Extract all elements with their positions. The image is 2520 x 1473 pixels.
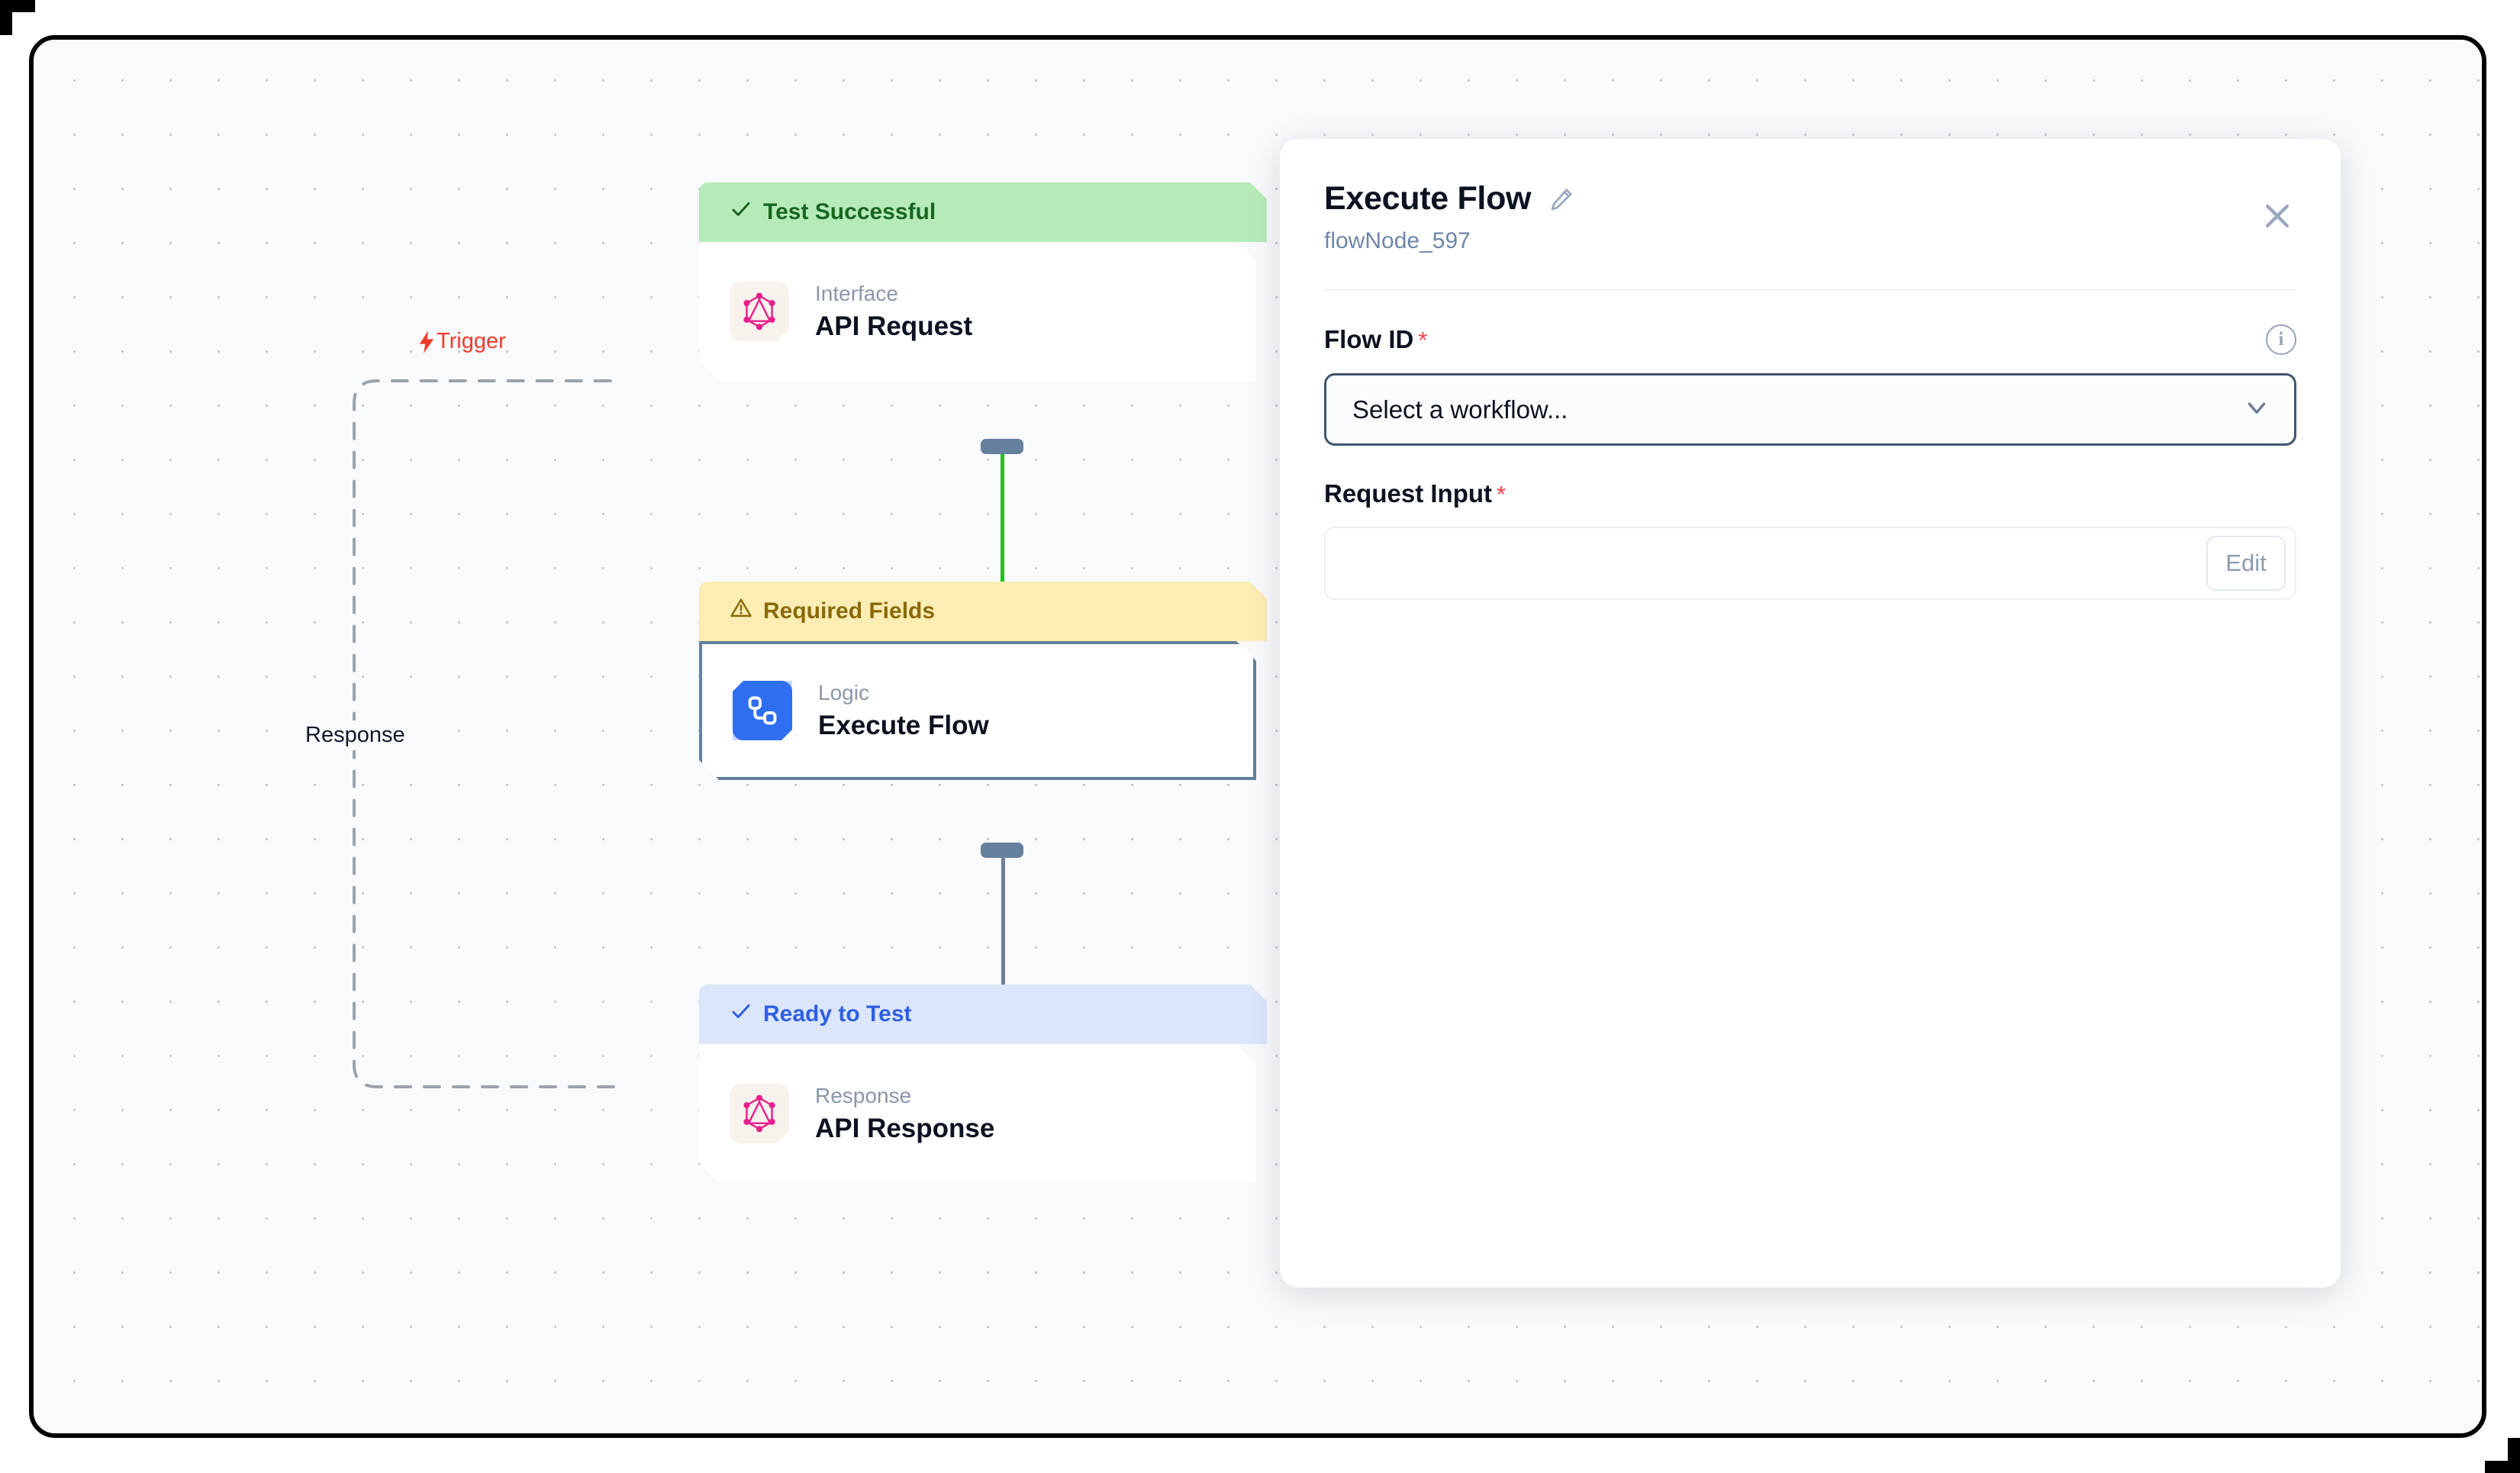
node-api-response[interactable]: Ready to Test <box>699 985 1256 1183</box>
close-icon[interactable] <box>2254 192 2301 240</box>
node-inspector-panel: Execute Flow flowNode_597 <box>1280 139 2341 1288</box>
node-api-request[interactable]: Test Successful <box>699 182 1256 381</box>
panel-title: Execute Flow <box>1324 180 1532 217</box>
corner-mark-top-left-vertical <box>0 0 12 35</box>
connector-handle-source-1[interactable] <box>981 439 1023 454</box>
node-card-body[interactable]: Interface API Request <box>699 242 1256 381</box>
graphql-icon <box>730 282 789 341</box>
panel-header: Execute Flow flowNode_597 <box>1280 139 2341 254</box>
check-icon <box>730 198 752 227</box>
node-title: Execute Flow <box>818 710 989 740</box>
required-marker: * <box>1418 327 1428 353</box>
node-text-block: Response API Response <box>815 1084 994 1144</box>
node-status-banner: Ready to Test <box>699 985 1267 1044</box>
panel-subtitle: flowNode_597 <box>1324 228 1471 253</box>
info-icon[interactable]: i <box>2266 324 2296 355</box>
node-status-banner: Test Successful <box>699 182 1267 242</box>
pencil-icon[interactable] <box>1546 184 1577 214</box>
workflow-canvas[interactable]: Trigger Response Test <box>34 40 2482 1433</box>
node-status-text: Required Fields <box>763 598 936 624</box>
panel-divider <box>1324 289 2296 291</box>
node-status-banner: Required Fields <box>699 582 1267 641</box>
field-label: Flow ID <box>1324 325 1414 353</box>
field-label: Request Input <box>1324 479 1492 508</box>
request-input-control[interactable]: Edit <box>1324 527 2296 600</box>
node-category: Logic <box>818 680 869 704</box>
flow-id-select-value: Select a workflow... <box>1352 395 1568 424</box>
required-marker: * <box>1497 481 1507 508</box>
node-title: API Response <box>815 1113 995 1143</box>
flow-id-select[interactable]: Select a workflow... <box>1324 373 2296 446</box>
field-label-wrap: Flow ID* <box>1324 325 1427 354</box>
node-execute-flow[interactable]: Required Fields Logic Execute Flow <box>699 582 1256 780</box>
node-text-block: Logic Execute Flow <box>818 681 989 741</box>
edge-label-response-text: Response <box>305 723 405 747</box>
node-text-block: Interface API Request <box>815 282 972 342</box>
field-label-row: Flow ID* i <box>1324 324 2296 355</box>
field-request-input: Request Input* Edit <box>1324 479 2296 600</box>
chevron-down-icon <box>2242 393 2271 426</box>
edge-label-trigger: Trigger <box>411 327 514 356</box>
node-category: Interface <box>815 281 898 305</box>
panel-body: Flow ID* i Select a workflow... <box>1280 324 2341 600</box>
logic-flow-icon <box>733 681 792 740</box>
node-status-text: Ready to Test <box>763 1001 912 1027</box>
corner-mark-bottom-right-vertical <box>2508 1438 2520 1473</box>
connector-handle-source-2[interactable] <box>981 843 1023 858</box>
node-status-text: Test Successful <box>763 199 936 224</box>
node-card-body[interactable]: Response API Response <box>699 1044 1256 1183</box>
node-title: API Request <box>815 311 973 341</box>
app-frame: Trigger Response Test <box>29 35 2486 1438</box>
edit-button[interactable]: Edit <box>2206 536 2286 591</box>
edge-label-response: Response <box>298 720 413 750</box>
lightning-bolt-icon <box>418 330 435 353</box>
field-label-row: Request Input* <box>1324 479 2296 508</box>
node-card-body[interactable]: Logic Execute Flow <box>699 641 1256 780</box>
node-category: Response <box>815 1083 912 1107</box>
check-icon <box>730 1000 752 1029</box>
warning-triangle-icon <box>730 597 752 626</box>
field-label-wrap: Request Input* <box>1324 479 1506 508</box>
edge-label-trigger-text: Trigger <box>437 329 506 353</box>
graphql-icon <box>730 1084 789 1143</box>
field-flow-id: Flow ID* i Select a workflow... <box>1324 324 2296 446</box>
panel-title-row: Execute Flow <box>1324 180 2296 218</box>
